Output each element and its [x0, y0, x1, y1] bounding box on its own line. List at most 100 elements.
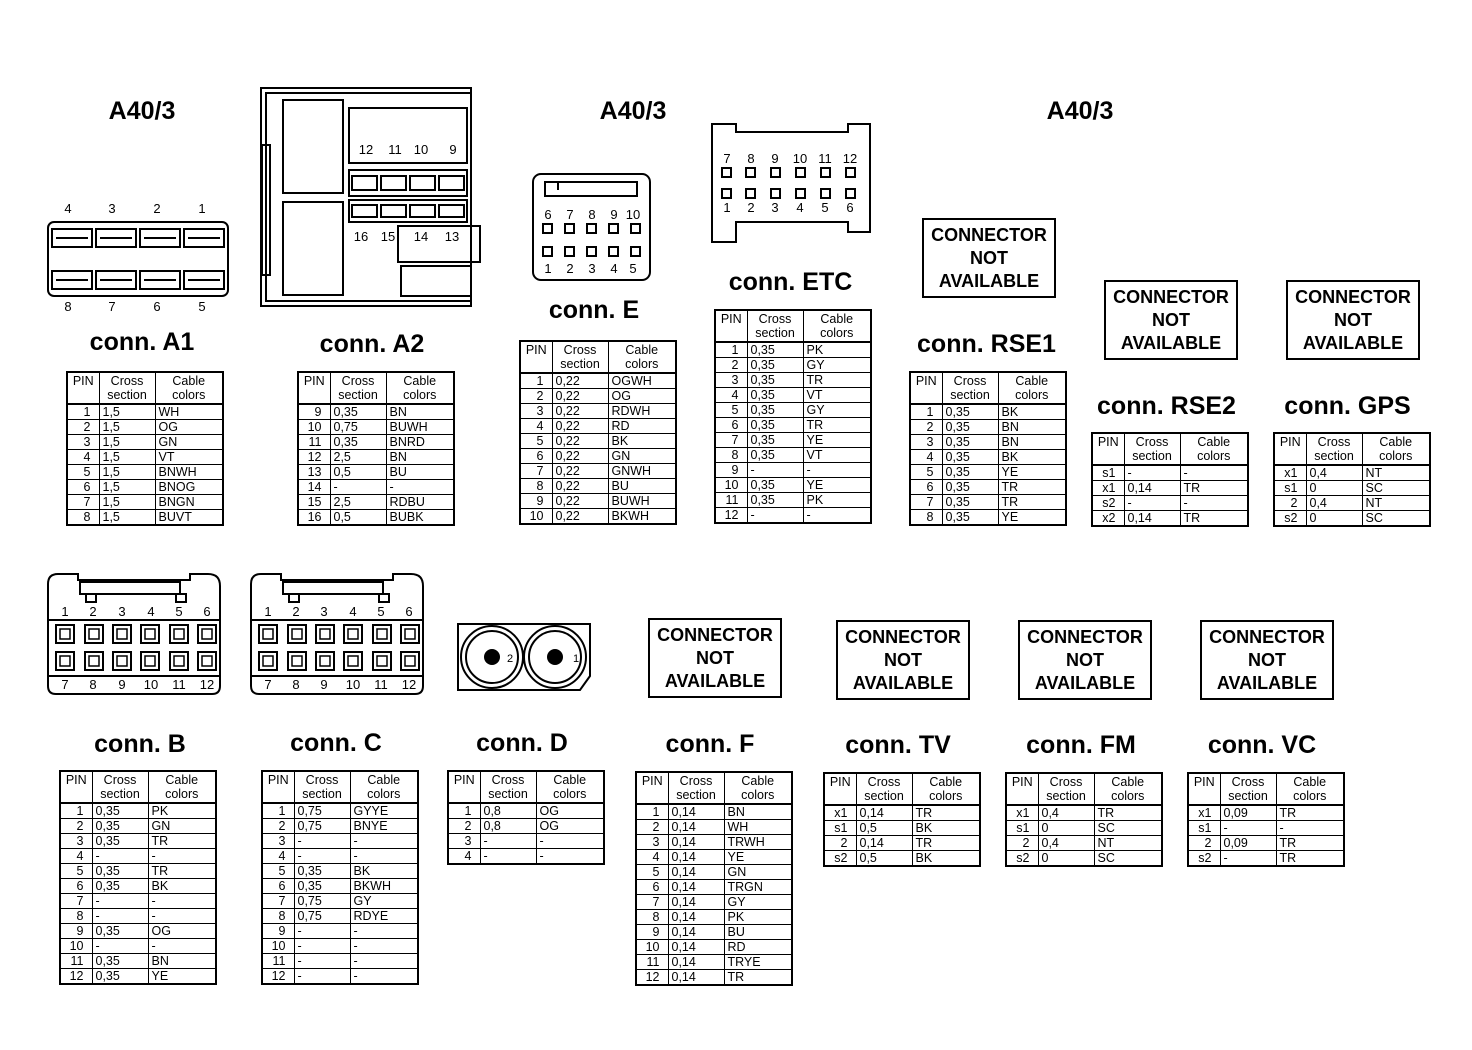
cross-section-cell: 0,75 — [329, 419, 387, 435]
pin-cell: 12 — [261, 968, 295, 985]
cable-color-cell: - — [349, 968, 419, 985]
pin-number-label: 9 — [320, 677, 327, 692]
cross-section-header: Cross section — [1219, 772, 1277, 806]
title-conn-b: conn. B — [94, 730, 186, 758]
pin-cell: s2 — [1187, 850, 1221, 867]
cross-section-cell: 1,5 — [98, 434, 156, 450]
pin-cell: 3 — [261, 833, 295, 849]
cable-color-cell: VT — [154, 449, 224, 465]
cable-color-cell: RDYE — [349, 908, 419, 924]
table-row: 4-- — [261, 848, 419, 864]
cable-color-cell: YE — [723, 849, 793, 865]
cable-color-cell: PK — [802, 492, 872, 508]
cross-section-cell: 0,35 — [941, 464, 999, 480]
cable-colors-header: Cable colors — [147, 770, 217, 804]
cable-color-cell: PK — [147, 803, 217, 819]
pin-cell: 6 — [261, 878, 295, 894]
cross-section-cell: 0,14 — [667, 969, 725, 986]
cross-section-header: Cross section — [746, 309, 804, 343]
pin-number-label: 10 — [144, 677, 158, 692]
pin-number-label: 1 — [544, 261, 551, 276]
table-row: 4-- — [447, 848, 605, 865]
pin-number-label: 14 — [414, 229, 428, 244]
pin-cell: 11 — [297, 434, 331, 450]
cable-color-cell: OG — [535, 803, 605, 819]
cross-section-cell: 1,5 — [98, 479, 156, 495]
cross-section-cell: 0,35 — [91, 878, 149, 894]
cable-color-cell: BK — [911, 850, 981, 867]
pin-header: PIN — [1005, 772, 1039, 806]
pin-number-label: 2 — [153, 201, 160, 216]
cable-color-cell: TR — [997, 494, 1067, 510]
title-conn-gps: conn. GPS — [1284, 392, 1411, 420]
cross-section-cell: 0,4 — [1037, 805, 1095, 821]
pin-cell: 9 — [714, 462, 748, 478]
cross-section-cell: 0,75 — [293, 893, 351, 909]
cross-section-header: Cross section — [1037, 772, 1095, 806]
pin-cell: 8 — [59, 908, 93, 924]
cross-section-cell: 0,14 — [667, 819, 725, 835]
pin-number-label: 6 — [846, 200, 853, 215]
cable-color-cell: OGWH — [607, 373, 677, 389]
cross-section-cell: 0,14 — [667, 939, 725, 955]
cross-section-cell: 1,5 — [98, 464, 156, 480]
header-a40-3-left: A40/3 — [108, 97, 176, 125]
cross-section-cell: 0,35 — [746, 372, 804, 388]
cable-color-cell: BN — [723, 804, 793, 820]
pin-number-label: 10 — [346, 677, 360, 692]
pin-cell: 3 — [59, 833, 93, 849]
cable-color-cell: BN — [997, 419, 1067, 435]
cable-colors-header: Cable colors — [911, 772, 981, 806]
pin-header: PIN — [66, 371, 100, 405]
pin-cell: x1 — [1091, 480, 1125, 496]
table-row: s1-- — [1091, 465, 1249, 481]
pin-number-label: 3 — [771, 200, 778, 215]
connector-a2-drawing — [260, 87, 481, 307]
cable-colors-header: Cable colors — [1275, 772, 1345, 806]
title-conn-c: conn. C — [290, 729, 382, 757]
cross-section-cell: 0,4 — [1305, 495, 1363, 511]
pin-number-label: 11 — [818, 151, 832, 166]
table-row: 3-- — [261, 833, 419, 849]
cross-section-cell: - — [293, 968, 351, 985]
pin-cell: 9 — [297, 404, 331, 420]
cable-color-cell: - — [802, 507, 872, 524]
cable-color-cell: TR — [911, 805, 981, 821]
pin-cell: 11 — [635, 954, 669, 970]
pin-number-label: 10 — [626, 207, 640, 222]
pin-header: PIN — [714, 309, 748, 343]
pin-header: PIN — [909, 371, 943, 405]
cross-section-header: Cross section — [479, 770, 537, 804]
cable-color-cell: - — [535, 848, 605, 865]
cable-color-cell: PK — [802, 342, 872, 358]
cross-section-header: Cross section — [91, 770, 149, 804]
cross-section-cell: 0,35 — [746, 492, 804, 508]
cross-section-cell: 0,35 — [293, 878, 351, 894]
pin-number-label: 2 — [747, 200, 754, 215]
pin-cell: 4 — [635, 849, 669, 865]
cable-color-cell: GY — [802, 357, 872, 373]
cable-color-cell: BUVT — [154, 509, 224, 526]
cross-section-header: Cross section — [551, 340, 609, 374]
pin-cell: s1 — [1005, 820, 1039, 836]
cable-color-cell: GN — [723, 864, 793, 880]
cross-section-header: Cross section — [667, 771, 725, 805]
